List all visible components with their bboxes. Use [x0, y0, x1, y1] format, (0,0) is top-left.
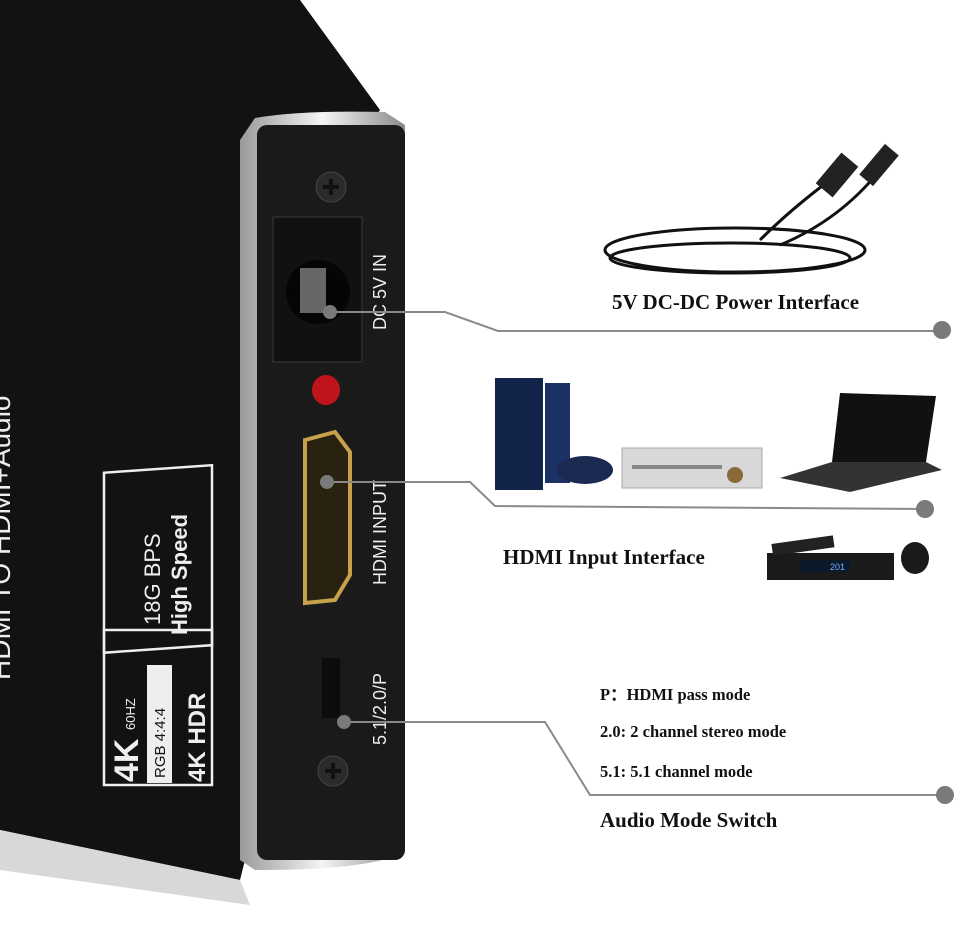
hdmi-dot-end [916, 500, 934, 518]
power-callout: 5V DC-DC Power Interface [612, 290, 860, 314]
power-led [312, 375, 340, 405]
badge-60hz: 60HZ [123, 698, 138, 730]
audio-mode-p: P：HDMI pass mode [600, 685, 751, 704]
tv-box-display: 201 [830, 562, 845, 572]
audio-mode-5-1: 5.1: 5.1 channel mode [600, 762, 753, 781]
hdmi-dot [320, 475, 334, 489]
badge-speed-2: High Speed [167, 514, 192, 635]
source-devices-image: 201 [495, 378, 942, 580]
hdmi-label: HDMI INPUT [370, 480, 390, 585]
switch-dot [337, 715, 351, 729]
switch-dot-end [936, 786, 954, 804]
audio-callout: Audio Mode Switch [600, 808, 778, 832]
power-dot [323, 305, 337, 319]
switch-label: 5.1/2.0/P [370, 673, 390, 745]
callout-lines [327, 311, 945, 796]
power-dot-end [933, 321, 951, 339]
badge-hdr: 4K HDR [184, 693, 211, 782]
side-text: HDMI TO HDMI+Audio [0, 396, 16, 680]
badge-rgb: RGB 4:4:4 [152, 708, 169, 778]
badge-speed: 18G BPS [140, 533, 165, 625]
hdmi-callout: HDMI Input Interface [503, 545, 705, 569]
audio-mode-2-0: 2.0: 2 channel stereo mode [600, 722, 787, 741]
audio-switch [322, 658, 340, 718]
device-side [0, 0, 380, 880]
hdmi-port [303, 429, 352, 606]
badge-4k: 4K [108, 738, 146, 782]
dc-label: DC 5V IN [370, 254, 390, 330]
